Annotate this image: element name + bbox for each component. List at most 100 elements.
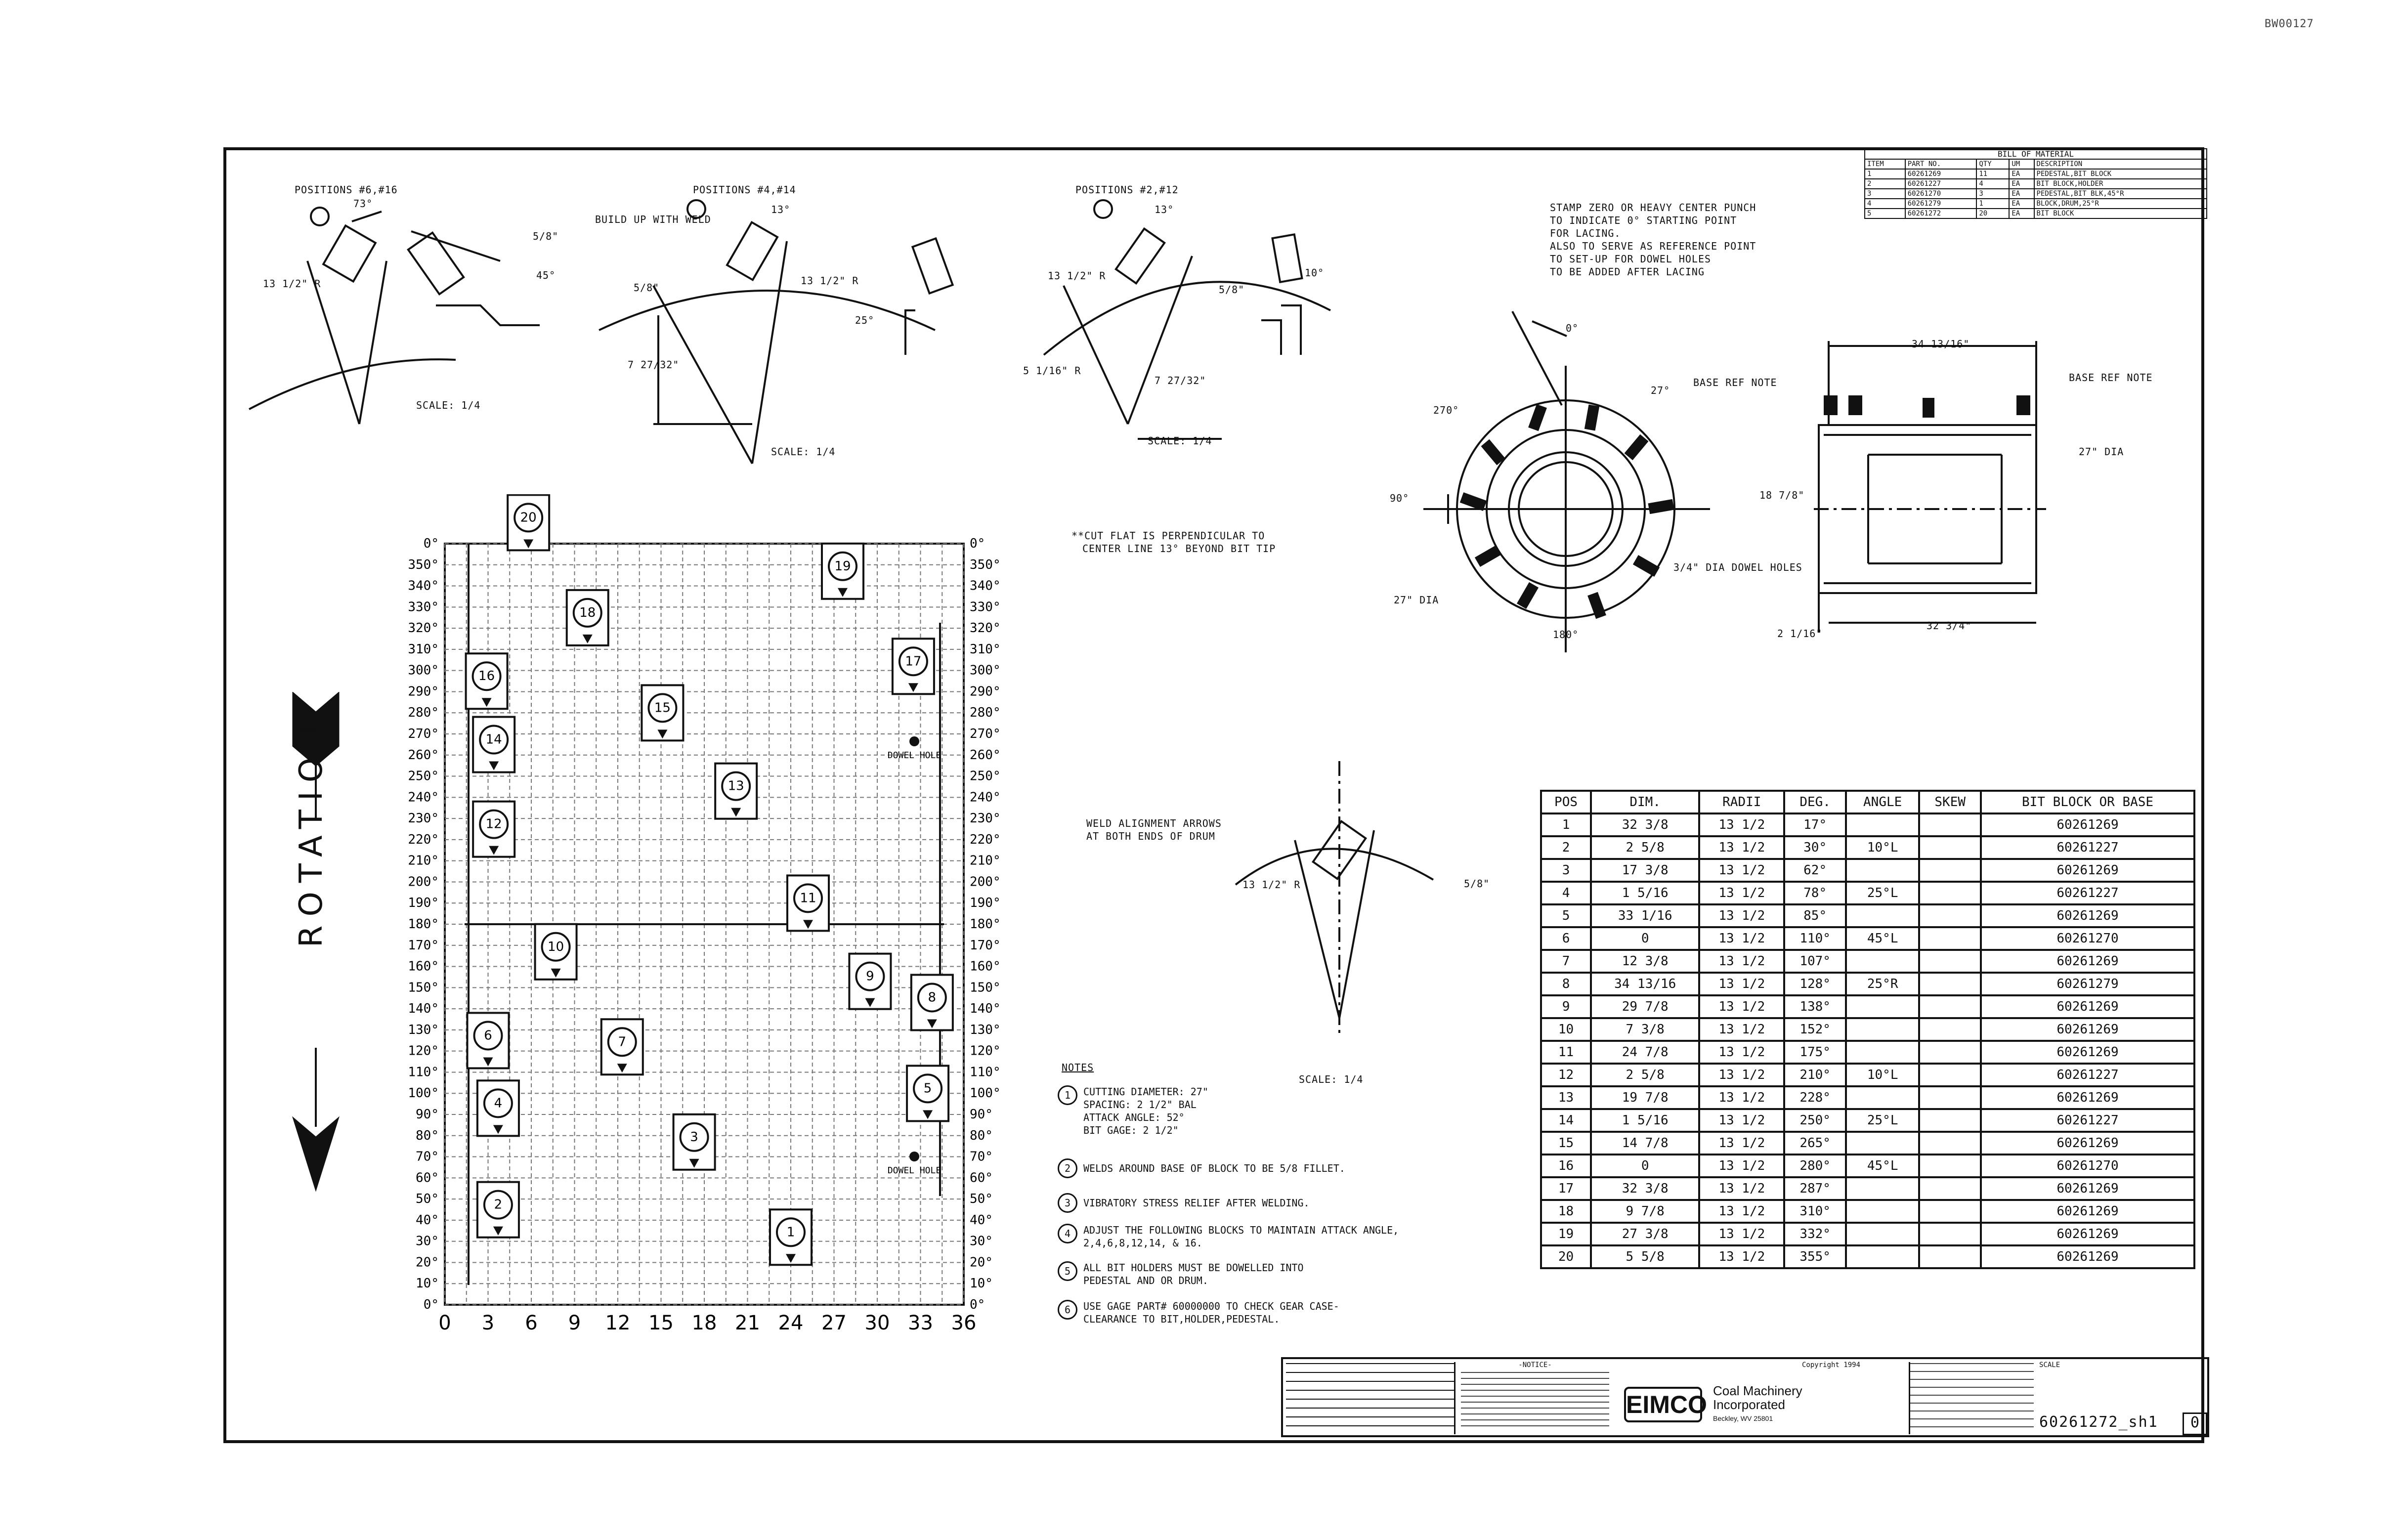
- grid-degree-label: 30°: [970, 1234, 993, 1249]
- detail2-radius: 13 1/2" R: [801, 275, 859, 287]
- grid-degree-label: 340°: [408, 579, 439, 594]
- note-5-text: ALL BIT HOLDERS MUST BE DOWELLED INTO PE…: [1083, 1262, 1304, 1286]
- grid-degree-label: 90°: [970, 1107, 993, 1122]
- dowel-hole-label: DOWEL HOLE: [888, 1165, 941, 1176]
- position-table-cell: 13: [1540, 1085, 1592, 1110]
- lacing-block-marker: [481, 698, 492, 707]
- lacing-block-circle: [479, 809, 509, 839]
- position-table-cell: [1844, 813, 1921, 837]
- grid-degree-label: 260°: [408, 748, 439, 763]
- position-table-cell: 60261279: [1980, 972, 2195, 996]
- position-table-cell: [1844, 858, 1921, 883]
- detail3-radius: 13 1/2" R: [1048, 270, 1106, 282]
- grid-degree-label: 0°: [970, 1297, 985, 1312]
- position-table-cell: 60261269: [1980, 994, 2195, 1019]
- position-table-cell: 13 1/2: [1698, 1176, 1786, 1201]
- position-table-cell: 13 1/2: [1698, 1222, 1786, 1246]
- bom-cell: 60261270: [1904, 188, 1977, 199]
- position-table-cell: 78°: [1783, 881, 1847, 905]
- bom-title: BILL OF MATERIAL: [1864, 148, 2207, 159]
- lacing-block-circle: [473, 1021, 503, 1051]
- position-table-cell: 60261269: [1980, 1244, 2195, 1269]
- lacing-block-marker: [731, 808, 741, 817]
- grid-degree-label: 60°: [416, 1170, 439, 1185]
- position-table-cell: 60261270: [1980, 1154, 2195, 1178]
- position-table-cell: 13 1/2: [1698, 1017, 1786, 1042]
- position-table-cell: [1844, 994, 1921, 1019]
- position-table-cell: [1918, 1085, 1982, 1110]
- position-table-cell: 60261269: [1980, 858, 2195, 883]
- position-table-cell: 14: [1540, 1108, 1592, 1133]
- position-table-cell: 85°: [1783, 903, 1847, 928]
- grid-degree-label: 240°: [408, 790, 439, 805]
- position-table-cell: 17: [1540, 1176, 1592, 1201]
- detail4-aux: 5/8": [1464, 878, 1490, 890]
- bom-cell: EA: [2009, 178, 2035, 189]
- lacing-block-8: 8: [910, 974, 954, 1031]
- grid-degree-label: 200°: [408, 874, 439, 889]
- grid-degree-label: 200°: [970, 874, 1001, 889]
- position-table-cell: 13 1/2: [1698, 1131, 1786, 1155]
- grid-degree-label: 180°: [970, 917, 1001, 932]
- lacing-block-marker: [838, 588, 848, 597]
- detail1-positions: POSITIONS #6,#16: [295, 184, 398, 196]
- position-table-cell: [1918, 1063, 1982, 1087]
- bom-cell: 3: [1976, 188, 2010, 199]
- position-table-cell: [1918, 926, 1982, 951]
- side-view-dia: 27" DIA: [2079, 446, 2124, 458]
- note-1-marker: 1: [1058, 1085, 1077, 1105]
- position-table-cell: 14 7/8: [1590, 1131, 1701, 1155]
- note-5-marker: 5: [1058, 1261, 1077, 1281]
- position-table-cell: 29 7/8: [1590, 994, 1701, 1019]
- position-table-cell: 13 1/2: [1698, 1154, 1786, 1178]
- stamp-note-line1: STAMP ZERO OR HEAVY CENTER PUNCH: [1550, 202, 1756, 214]
- notes-title: NOTES: [1062, 1062, 1094, 1073]
- grid-inch-label: 9: [568, 1312, 581, 1334]
- lacing-block-marker: [551, 968, 561, 978]
- position-table-cell: 13 1/2: [1698, 972, 1786, 996]
- lacing-block-12: 12: [472, 800, 516, 858]
- company-address: Beckley, WV 25801: [1713, 1414, 1773, 1422]
- stamp-note-line6: TO BE ADDED AFTER LACING: [1550, 266, 1705, 278]
- lacing-block-circle: [913, 1073, 943, 1104]
- lacing-block-marker: [523, 539, 534, 549]
- lacing-block-marker: [689, 1158, 699, 1168]
- position-table-cell: 13 1/2: [1698, 926, 1786, 951]
- grid-degree-label: 310°: [408, 642, 439, 657]
- position-table-cell: 60261269: [1980, 1085, 2195, 1110]
- lacing-block-marker: [908, 683, 918, 692]
- dowel-hole-marker: [909, 1152, 919, 1161]
- bom-cell: 60261279: [1904, 198, 1977, 209]
- position-table-cell: 13 1/2: [1698, 835, 1786, 860]
- lacing-block-number: 15: [654, 700, 671, 715]
- grid-degree-label: 110°: [408, 1065, 439, 1079]
- position-table-cell: 13 1/2: [1698, 1085, 1786, 1110]
- end-view-180: 180°: [1553, 629, 1579, 641]
- lacing-block-10: 10: [534, 923, 578, 981]
- lacing-block-19: 19: [821, 542, 864, 600]
- lacing-block-circle: [471, 661, 502, 691]
- lacing-block-number: 19: [834, 559, 851, 574]
- grid-degree-label: 90°: [416, 1107, 439, 1122]
- grid-degree-label: 270°: [970, 727, 1001, 741]
- lacing-block-number: 20: [520, 510, 537, 525]
- detail4-radius: 13 1/2" R: [1242, 879, 1301, 891]
- grid-degree-label: 120°: [970, 1044, 1001, 1059]
- position-table-cell: 13 1/2: [1698, 994, 1786, 1019]
- position-table-cell: [1918, 1176, 1982, 1201]
- note-6-marker: 6: [1058, 1300, 1077, 1320]
- detail-view-4: [1235, 761, 1434, 1038]
- detail2-scale: SCALE: 1/4: [771, 446, 836, 458]
- lacing-block-number: 6: [484, 1028, 492, 1043]
- position-table-cell: 17°: [1783, 813, 1847, 837]
